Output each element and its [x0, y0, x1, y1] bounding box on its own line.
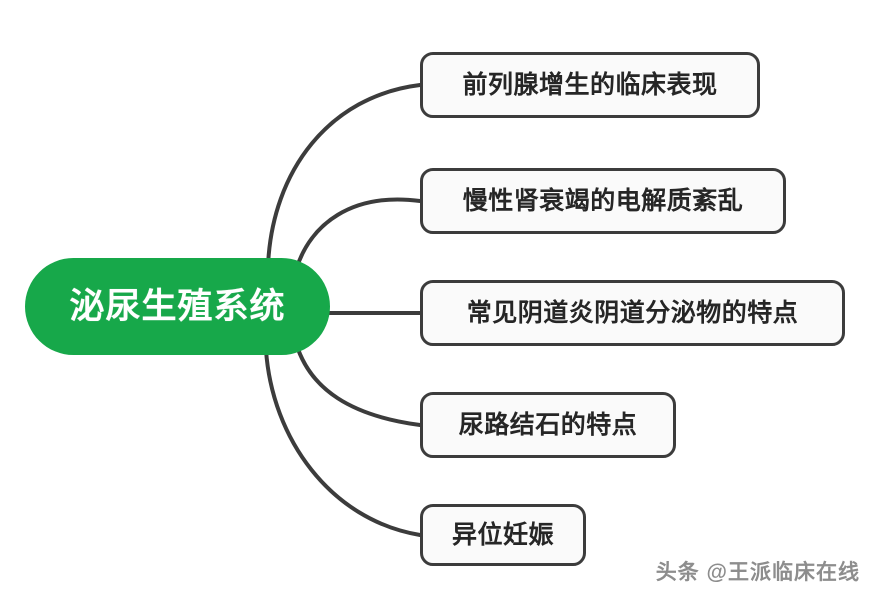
branch-node-5[interactable]: 异位妊娠 — [420, 504, 586, 566]
branch-node-3[interactable]: 常见阴道炎阴道分泌物的特点 — [420, 280, 845, 346]
watermark: 头条 @王派临床在线 — [655, 561, 860, 584]
central-node[interactable]: 泌尿生殖系统 — [25, 258, 330, 355]
connector-branch-5 — [264, 348, 422, 537]
branch-node-2[interactable]: 慢性肾衰竭的电解质紊乱 — [420, 168, 786, 234]
branch-node-label: 异位妊娠 — [451, 520, 554, 549]
branch-node-label: 慢性肾衰竭的电解质紊乱 — [462, 186, 744, 215]
branch-node-label: 常见阴道炎阴道分泌物的特点 — [466, 298, 799, 327]
connector-branch-4 — [294, 341, 422, 427]
connector-branch-1 — [266, 83, 422, 268]
central-node-label: 泌尿生殖系统 — [69, 287, 286, 326]
branch-node-1[interactable]: 前列腺增生的临床表现 — [420, 52, 760, 118]
branch-node-4[interactable]: 尿路结石的特点 — [420, 392, 676, 458]
branch-node-label: 前列腺增生的临床表现 — [462, 70, 718, 99]
branch-node-label: 尿路结石的特点 — [458, 410, 638, 439]
connector-branch-2 — [294, 197, 422, 272]
